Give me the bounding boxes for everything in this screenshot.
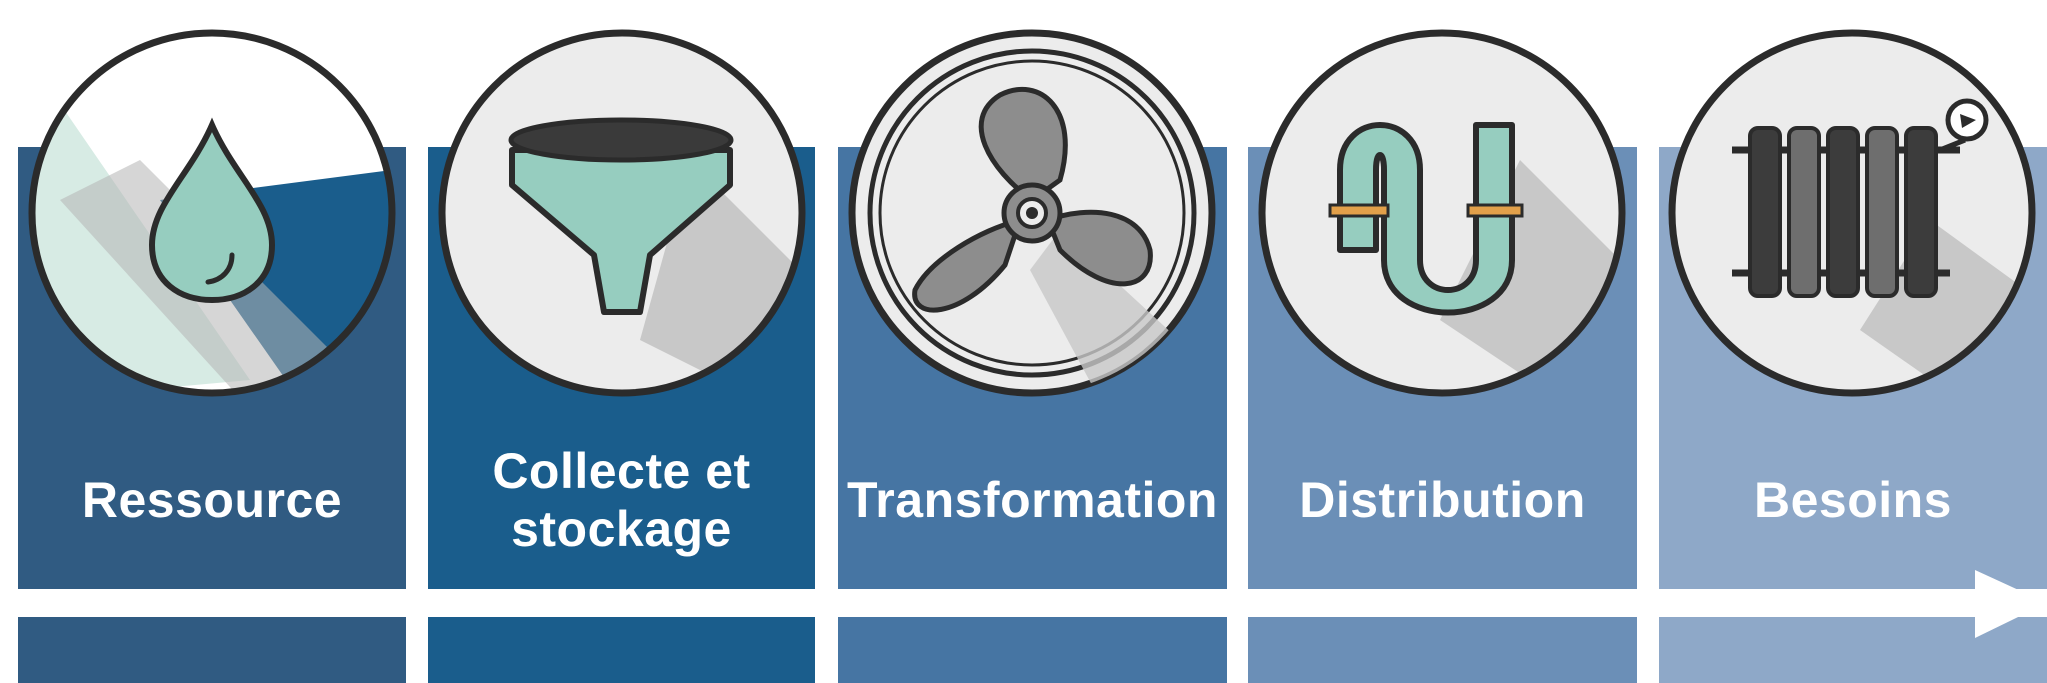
- stage-label-distribution: Distribution: [1299, 472, 1586, 528]
- stage-distribution-footer: [1248, 617, 1637, 683]
- funnel-icon: [438, 29, 806, 397]
- stage-label-collecte: Collecte et stockage: [492, 443, 751, 557]
- flow-arrow-shaft: [0, 593, 1985, 614]
- water-drop-icon: [28, 29, 396, 397]
- pipe-icon: [1258, 29, 1626, 397]
- stage-label-besoins: Besoins: [1753, 472, 1952, 528]
- stage-collecte-footer: [428, 617, 815, 683]
- stage-label-ressource: Ressource: [81, 472, 343, 528]
- fan-icon: [848, 29, 1216, 397]
- radiator-icon: [1668, 29, 2036, 397]
- stage-ressource-footer: [18, 617, 406, 683]
- stage-transformation-footer: [838, 617, 1227, 683]
- stage-label-transformation: Transformation: [847, 472, 1218, 528]
